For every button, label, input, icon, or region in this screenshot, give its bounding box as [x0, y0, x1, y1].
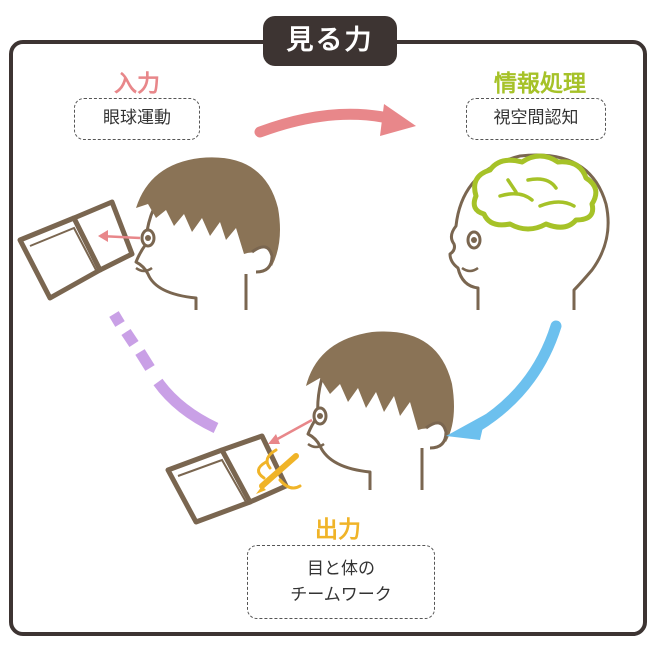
- brain-icon: [471, 153, 599, 232]
- stage-output-detail-line-2: チームワーク: [290, 585, 392, 605]
- arrow-input-to-process: [254, 104, 416, 138]
- arrow-process-to-output: [446, 320, 562, 440]
- diagram-title: 見る力: [263, 16, 397, 66]
- arrow-output-to-input: [109, 311, 219, 433]
- stage-output-detail-line-1: 目と体の: [307, 559, 375, 579]
- stage-input-label: 入力: [114, 71, 160, 97]
- pencil-icon: [256, 448, 302, 494]
- stage-input-detail-box: 眼球運動: [74, 98, 200, 140]
- output-book-icon: [165, 433, 289, 525]
- stage-output-detail-box: 目と体の チームワーク: [247, 545, 435, 619]
- input-boy: [134, 157, 280, 310]
- output-gaze-arrow: [268, 418, 313, 444]
- input-book-icon: [17, 199, 135, 301]
- stage-process-label: 情報処理: [494, 71, 586, 97]
- output-boy: [306, 331, 454, 490]
- input-gaze-arrow: [98, 230, 141, 242]
- stage-input-detail: 眼球運動: [103, 108, 171, 128]
- stage-process-detail: 視空間認知: [493, 108, 579, 128]
- input-hair-icon: [136, 157, 280, 266]
- stage-process-detail-box: 視空間認知: [466, 98, 606, 140]
- output-face-icon: [306, 359, 424, 490]
- output-hair-icon: [306, 331, 454, 442]
- stage-output-label: 出力: [315, 517, 361, 543]
- process-boy: [448, 153, 610, 310]
